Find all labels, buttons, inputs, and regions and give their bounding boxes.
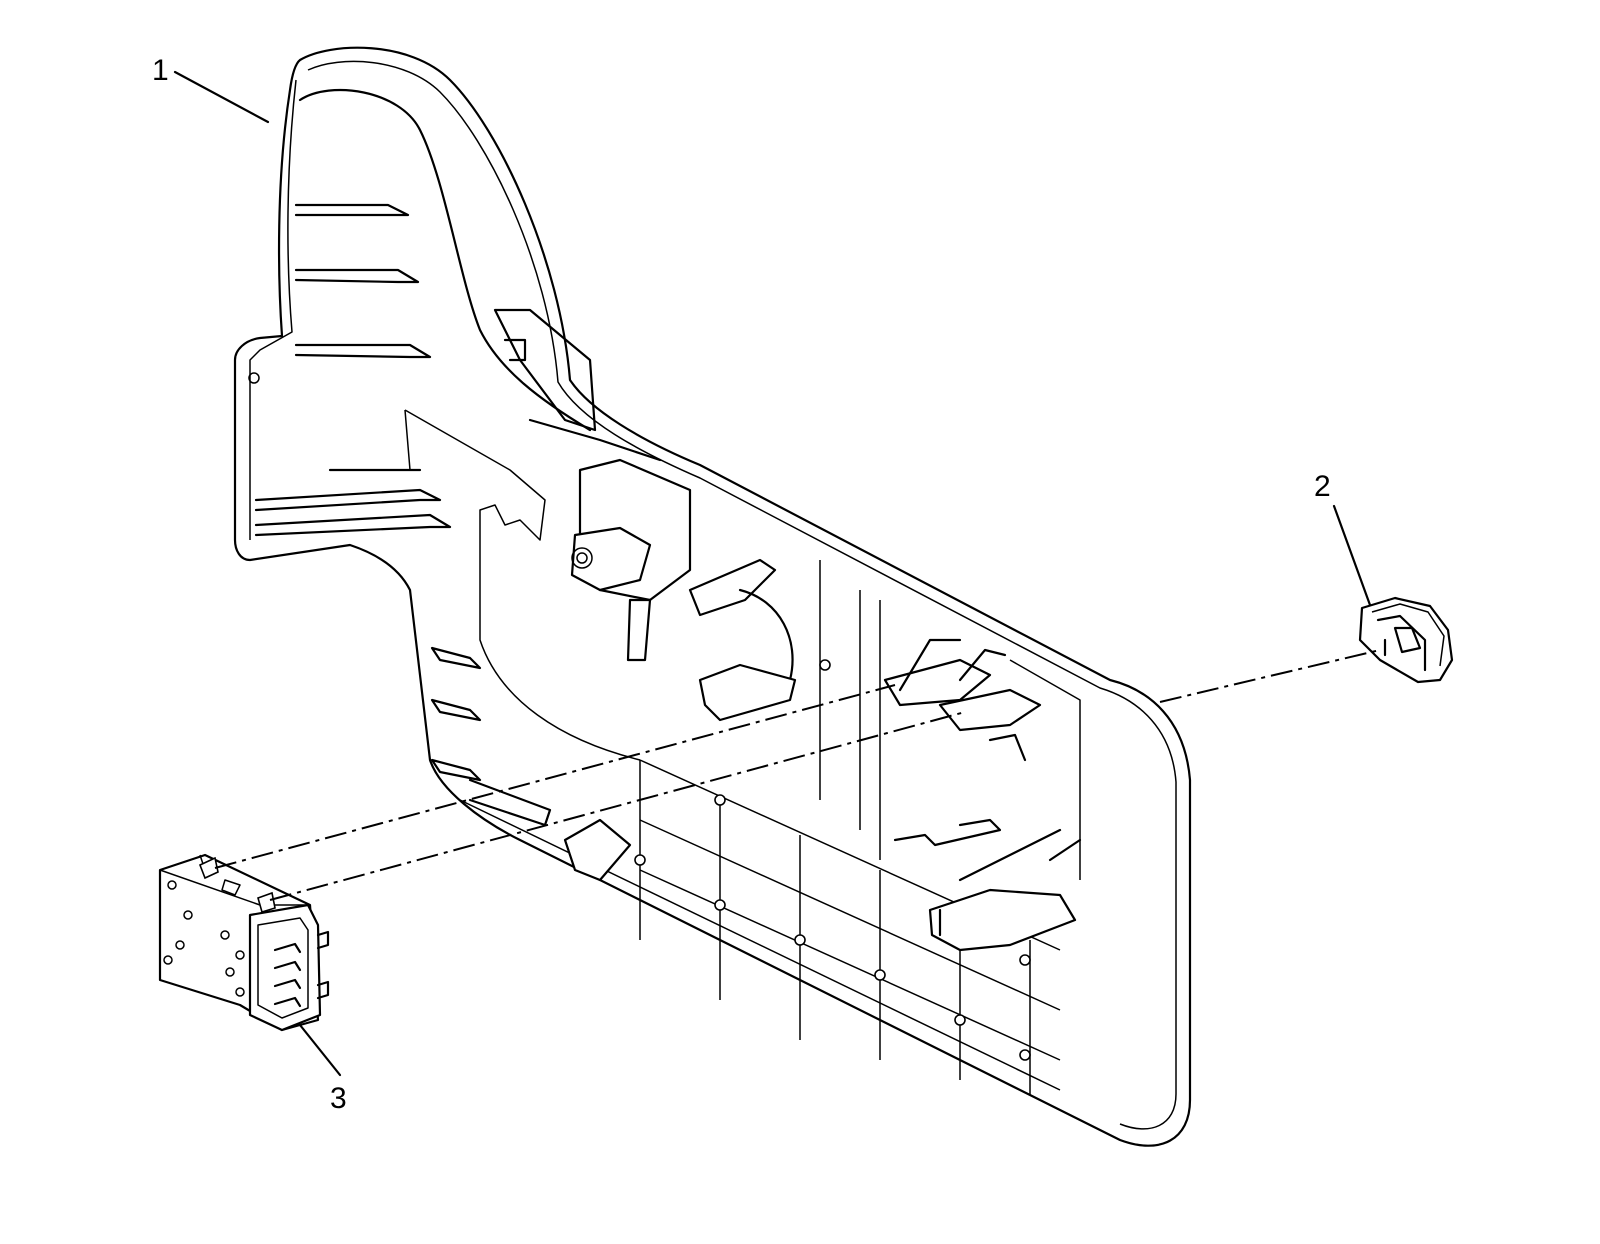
seat-side-panel [233, 46, 1192, 1147]
leader-lines [173, 70, 1372, 1077]
leader-line-3 [298, 1023, 342, 1077]
clip-cover [1358, 596, 1454, 684]
callout-1-label: 1 [152, 54, 169, 87]
switch-module [158, 853, 330, 1032]
callout-2-label: 2 [1314, 470, 1331, 503]
assembly-lines [214, 649, 1381, 901]
leader-line-2 [1332, 504, 1372, 607]
callout-3-label: 3 [330, 1082, 347, 1115]
leader-line-1 [173, 70, 270, 124]
